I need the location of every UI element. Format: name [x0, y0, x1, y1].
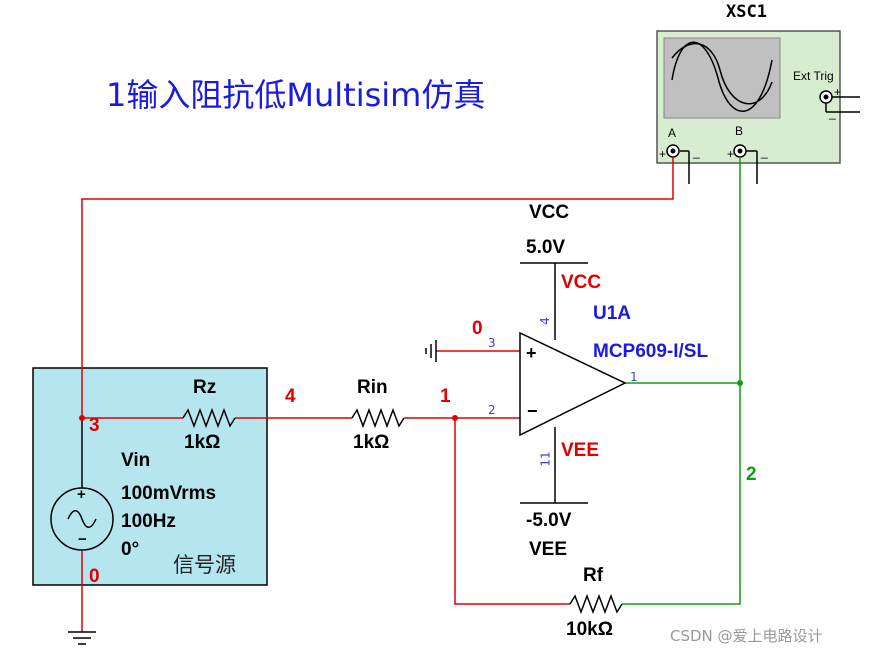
opamp-pin-minus: 2 — [488, 403, 496, 417]
source-amplitude: 100mVrms — [121, 483, 217, 504]
opamp-triangle[interactable] — [519, 331, 627, 437]
node-3: 3 — [89, 415, 100, 436]
resistor-rf[interactable] — [569, 593, 623, 615]
rz-value: 1kΩ — [184, 432, 221, 453]
wire-node-1-feedback[interactable] — [454, 418, 570, 605]
opamp-model: MCP609-I/SL — [593, 341, 709, 362]
vee-value: -5.0V — [526, 510, 572, 531]
source-minus-sign: − — [78, 531, 87, 548]
source-block-label: 信号源 — [173, 553, 236, 577]
node-4: 4 — [285, 386, 296, 407]
scope-b-label: B — [735, 124, 744, 138]
source-frequency: 100Hz — [121, 511, 176, 532]
vee-name: VEE — [529, 539, 568, 560]
vcc-value: 5.0V — [526, 237, 566, 258]
scope-trace-b — [671, 42, 773, 105]
resistor-rin[interactable] — [351, 407, 405, 429]
node-0-bottom: 0 — [89, 566, 100, 587]
node-2: 2 — [746, 464, 757, 485]
page-title: 1输入阻抗低Multisim仿真 — [106, 76, 486, 114]
scope-a-minus: _ — [693, 145, 700, 159]
rf-name: Rf — [583, 565, 604, 586]
opamp-pin-vee: 11 — [538, 451, 553, 467]
scope-ext-minus: _ — [829, 106, 836, 120]
scope-name: XSC1 — [726, 2, 767, 22]
wire-scope-a[interactable] — [81, 157, 674, 418]
source-plus-sign: + — [77, 486, 86, 503]
vcc-pin-label: VCC — [561, 272, 602, 293]
source-name: Vin — [121, 450, 151, 471]
scope-b-plus: + — [727, 147, 735, 161]
rz-name: Rz — [193, 377, 217, 398]
opamp-plus-sign: + — [526, 343, 537, 363]
vee-pin-label: VEE — [561, 440, 600, 461]
scope-ext-trig-label: Ext Trig — [793, 69, 834, 83]
rin-value: 1kΩ — [353, 432, 390, 453]
opamp-pin-vcc: 4 — [537, 317, 552, 325]
watermark: CSDN @爱上电路设计 — [670, 627, 823, 645]
wire-node-2[interactable] — [622, 157, 741, 605]
scope-a-plus: + — [659, 147, 667, 161]
scope-a-label: A — [668, 126, 677, 140]
rf-value: 10kΩ — [566, 619, 613, 640]
opamp-ref: U1A — [593, 303, 632, 324]
opamp-pin-plus: 3 — [488, 336, 496, 350]
vcc-name: VCC — [529, 202, 570, 223]
source-phase: 0° — [121, 539, 140, 560]
scope-b-minus: _ — [761, 145, 768, 159]
node-0-top: 0 — [472, 318, 483, 339]
rin-name: Rin — [357, 377, 388, 398]
opamp-pin-out: 1 — [630, 370, 638, 384]
node-1: 1 — [440, 386, 451, 407]
resistor-rz[interactable] — [182, 407, 236, 429]
scope-ext-plus: + — [834, 85, 842, 99]
opamp-minus-sign: − — [527, 401, 538, 421]
